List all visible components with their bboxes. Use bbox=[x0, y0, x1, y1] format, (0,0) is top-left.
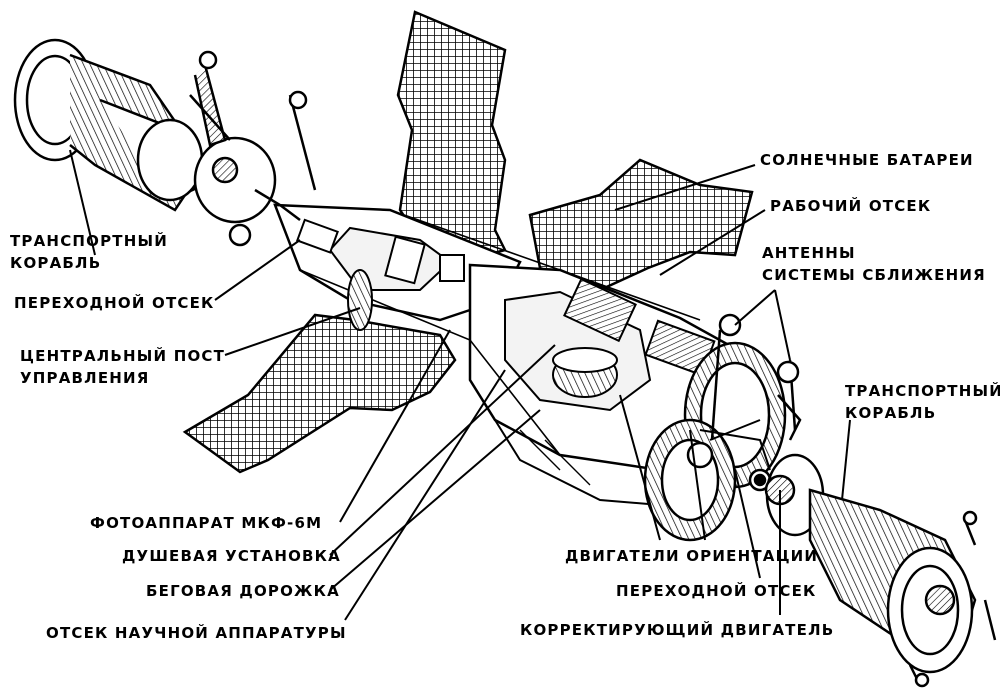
label-central-control-post: ЦЕНТРАЛЬНЫЙ ПОСТ УПРАВЛЕНИЯ bbox=[20, 345, 225, 389]
label-transport-ship-left-line1: ТРАНСПОРТНЫЙ bbox=[10, 232, 168, 250]
label-solar-panels: СОЛНЕЧНЫЕ БАТАРЕИ bbox=[760, 151, 974, 169]
label-transport-ship-right-line2: КОРАБЛЬ bbox=[845, 404, 937, 422]
label-attitude-engines: ДВИГАТЕЛИ ОРИЕНТАЦИИ bbox=[565, 547, 819, 565]
leader-antennas-2 bbox=[774, 289, 791, 361]
label-transport-ship-left-line2: КОРАБЛЬ bbox=[10, 254, 102, 272]
leader-antennas-1 bbox=[734, 289, 776, 326]
leader-transfer-right bbox=[734, 469, 761, 579]
label-science-compartment: ОТСЕК НАУЧНОЙ АППАРАТУРЫ bbox=[46, 624, 347, 642]
leader-camera bbox=[339, 329, 451, 523]
leader-attitude-1 bbox=[619, 394, 661, 541]
label-transfer-compartment-left: ПЕРЕХОДНОЙ ОТСЕК bbox=[14, 294, 215, 312]
label-transport-ship-right-line1: ТРАНСПОРТНЫЙ bbox=[845, 382, 1000, 400]
label-central-control-post-line2: УПРАВЛЕНИЯ bbox=[20, 369, 150, 387]
label-transfer-compartment-right: ПЕРЕХОДНОЙ ОТСЕК bbox=[616, 582, 817, 600]
label-shower: ДУШЕВАЯ УСТАНОВКА bbox=[122, 547, 341, 565]
leader-treadmill bbox=[329, 409, 541, 591]
transport-ship-left bbox=[13, 38, 317, 247]
leader-solar bbox=[614, 164, 756, 211]
label-work-compartment: РАБОЧИЙ ОТСЕК bbox=[770, 197, 932, 215]
label-rendezvous-antennas-line2: СИСТЕМЫ СБЛИЖЕНИЯ bbox=[762, 266, 986, 284]
leader-central-post bbox=[224, 307, 361, 356]
label-transport-ship-right: ТРАНСПОРТНЫЙ КОРАБЛЬ bbox=[845, 380, 1000, 424]
label-transport-ship-left: ТРАНСПОРТНЫЙ КОРАБЛЬ bbox=[10, 230, 168, 274]
leader-lines bbox=[69, 149, 851, 621]
label-rendezvous-antennas-line1: АНТЕННЫ bbox=[762, 244, 856, 262]
label-central-control-post-line1: ЦЕНТРАЛЬНЫЙ ПОСТ bbox=[20, 347, 226, 365]
label-correction-engine: КОРРЕКТИРУЮЩИЙ ДВИГАТЕЛЬ bbox=[520, 621, 835, 639]
transport-ship-right bbox=[764, 453, 997, 688]
rendezvous-antennas bbox=[710, 313, 802, 441]
leader-work bbox=[659, 209, 766, 276]
leader-attitude-2 bbox=[689, 429, 706, 541]
leader-transport-right bbox=[841, 419, 851, 501]
leader-shower bbox=[329, 344, 556, 556]
label-rendezvous-antennas: АНТЕННЫ СИСТЕМЫ СБЛИЖЕНИЯ bbox=[762, 242, 986, 286]
label-camera-mkf6m: ФОТОАППАРАТ МКФ-6М bbox=[90, 514, 323, 532]
leader-transport-left bbox=[69, 149, 96, 256]
leader-science bbox=[344, 369, 506, 621]
leader-transfer-left bbox=[214, 239, 301, 301]
label-treadmill: БЕГОВАЯ ДОРОЖКА bbox=[146, 582, 340, 600]
aft-section bbox=[643, 341, 787, 542]
